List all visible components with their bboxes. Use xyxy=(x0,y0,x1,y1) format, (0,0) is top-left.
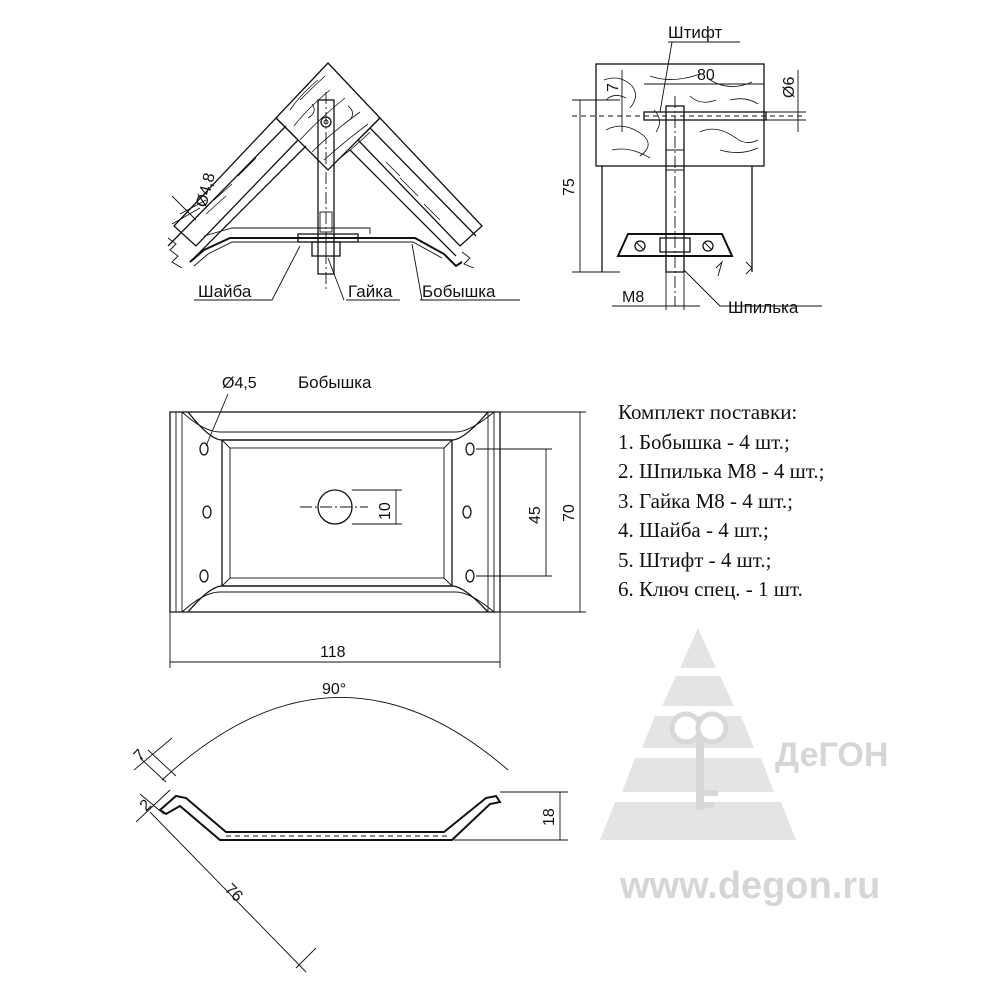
ridge-assembly-view: Ø4,8 Шайба Гайка Бобышка xyxy=(167,62,520,301)
plan-title: Бобышка xyxy=(298,373,372,392)
label-pin: Штифт xyxy=(668,23,722,42)
boss-section xyxy=(616,233,734,257)
boss-profile-view: 90° 7 2 76 18 xyxy=(131,681,568,973)
label-washer: Шайба xyxy=(198,282,252,301)
dim-76: 76 xyxy=(221,881,246,906)
left-rafter xyxy=(173,117,299,247)
degon-watermark-logo: ДеГОН www.degon.ru xyxy=(600,628,888,907)
label-stud: Шпилька xyxy=(728,298,799,317)
ridge-beam xyxy=(275,62,381,171)
kit-title: Комплект поставки: xyxy=(618,400,798,424)
dim-7-top: 7 xyxy=(605,83,622,92)
section-view: Штифт 80 7 Ø6 75 M8 Шпилька xyxy=(561,23,822,317)
right-rafter xyxy=(357,117,483,247)
dim-80: 80 xyxy=(697,67,715,84)
dim-118: 118 xyxy=(320,644,346,661)
wood-block xyxy=(595,63,765,167)
dim-45: 45 xyxy=(527,506,544,524)
label-nut: Гайка xyxy=(348,282,393,301)
delivery-kit-list: Комплект поставки: 1. Бобышка - 4 шт.; 2… xyxy=(618,398,988,605)
dim-7-profile: 7 xyxy=(131,746,149,764)
kit-item: 1. Бобышка - 4 шт.; xyxy=(618,429,790,454)
boss-plate-section xyxy=(189,237,463,268)
watermark-brand: ДеГОН xyxy=(775,736,888,774)
watermark-url: www.degon.ru xyxy=(619,865,880,907)
kit-item: 3. Гайка М8 - 4 шт.; xyxy=(618,488,793,513)
dim-18: 18 xyxy=(541,808,558,826)
dim-diameter-6: Ø6 xyxy=(781,77,798,98)
kit-item: 5. Штифт - 4 шт.; xyxy=(618,547,772,572)
boss-plan-view: Ø4,5 Бобышка 10 xyxy=(169,373,586,668)
dim-10: 10 xyxy=(377,502,394,520)
boss-profile xyxy=(158,794,502,841)
dim-diameter-4-8: Ø4,8 xyxy=(193,171,218,209)
dim-70: 70 xyxy=(561,504,578,522)
dim-hole-4-5: Ø4,5 xyxy=(222,375,257,392)
dim-angle-90: 90° xyxy=(322,681,346,698)
angle-arc xyxy=(161,696,509,781)
kit-item: 2. Шпилька М8 - 4 шт.; xyxy=(618,459,825,483)
dim-75: 75 xyxy=(561,178,578,196)
kit-item: 4. Шайба - 4 шт.; xyxy=(618,518,769,542)
label-boss: Бобышка xyxy=(422,282,496,301)
kit-item: 6. Ключ спец. - 1 шт. xyxy=(618,577,803,601)
dim-m8: M8 xyxy=(622,289,644,306)
